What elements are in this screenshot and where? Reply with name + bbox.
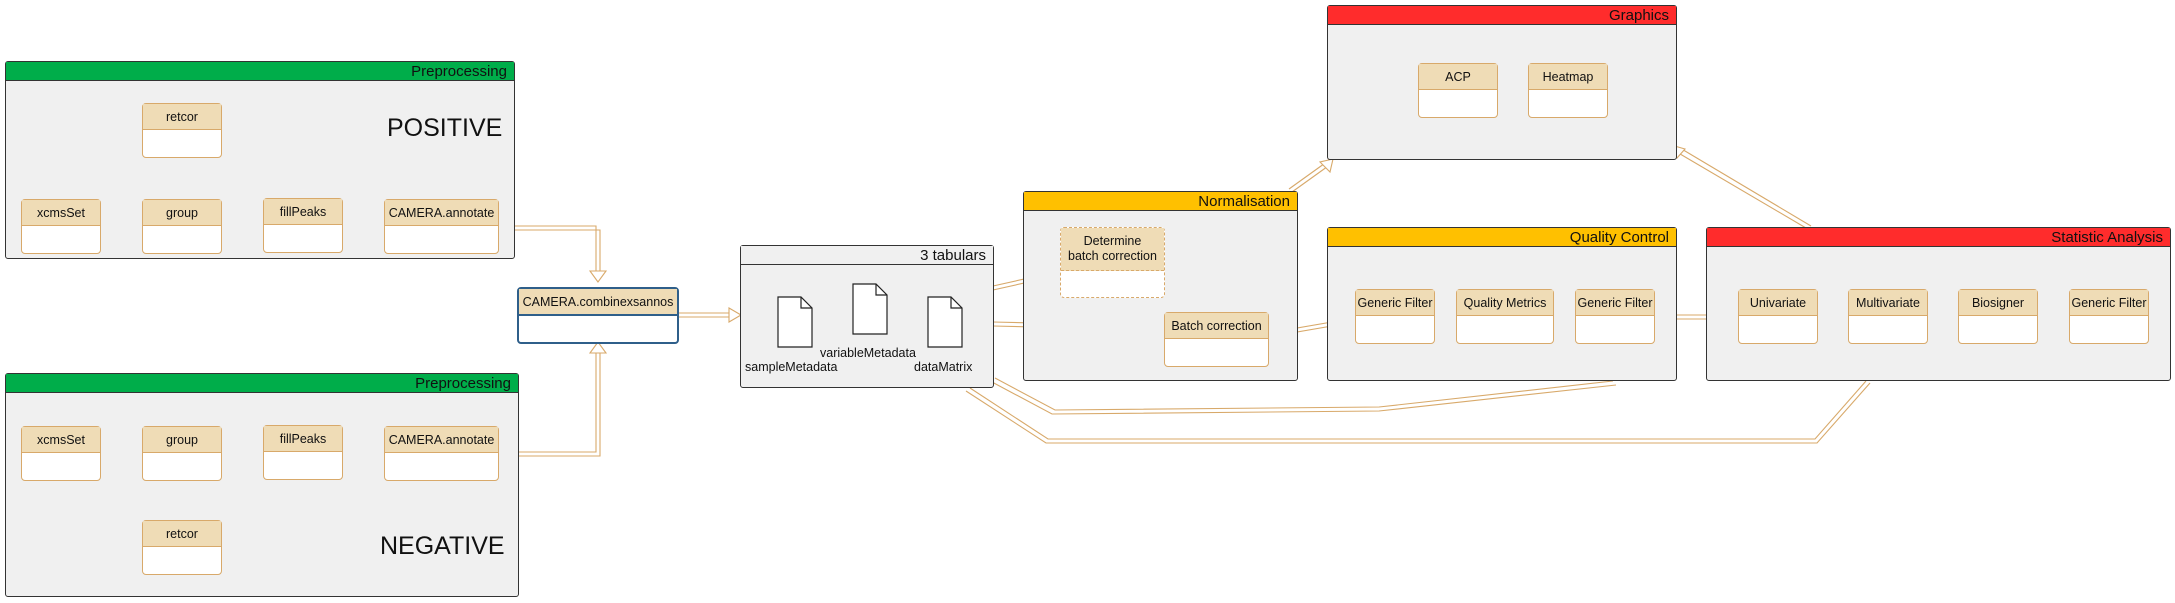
variable-metadata-label: variableMetadata (820, 346, 916, 360)
camera-combinexsannos-node[interactable]: CAMERA.combinexsannos (517, 287, 679, 344)
preprocessing-negative-group: Preprocessing (5, 373, 519, 597)
quality-control-header: Quality Control (1328, 228, 1676, 247)
stat-generic-filter-node[interactable]: Generic Filter (2069, 289, 2149, 344)
determine-batch-correction-node[interactable]: Determine batch correction (1060, 227, 1165, 298)
camera-annotate-node-positive[interactable]: CAMERA.annotate (384, 199, 499, 254)
univariate-node[interactable]: Univariate (1738, 289, 1818, 344)
statistic-analysis-header: Statistic Analysis (1707, 228, 2170, 247)
sample-metadata-label: sampleMetadata (745, 360, 838, 374)
link-tabulars-stat (969, 380, 1867, 440)
batch-correction-node[interactable]: Batch correction (1164, 312, 1269, 367)
qc-generic-filter-node-1[interactable]: Generic Filter (1355, 289, 1435, 344)
acp-node[interactable]: ACP (1418, 63, 1498, 118)
data-matrix-file-icon (927, 296, 963, 348)
tabulars-header: 3 tabulars (741, 246, 993, 265)
positive-label: POSITIVE (387, 114, 503, 142)
variable-metadata-file-icon (852, 283, 888, 335)
graphics-header: Graphics (1328, 6, 1676, 25)
preprocessing-negative-header: Preprocessing (6, 374, 518, 393)
determine-label-line2: batch correction (1068, 249, 1157, 263)
multivariate-node[interactable]: Multivariate (1848, 289, 1928, 344)
link-norm-graphics (1288, 160, 1329, 190)
normalisation-header: Normalisation (1024, 192, 1297, 211)
group-node-positive[interactable]: group (142, 199, 222, 254)
link-stat-graphics (1679, 147, 1812, 227)
qc-quality-metrics-node[interactable]: Quality Metrics (1456, 289, 1554, 344)
fillpeaks-node-negative[interactable]: fillPeaks (263, 425, 343, 480)
xcmsset-node-positive[interactable]: xcmsSet (21, 199, 101, 254)
data-matrix-label: dataMatrix (914, 360, 973, 374)
preprocessing-positive-header: Preprocessing (6, 62, 514, 81)
xcmsset-node-negative[interactable]: xcmsSet (21, 426, 101, 481)
fillpeaks-node-positive[interactable]: fillPeaks (263, 198, 343, 253)
camera-annotate-node-negative[interactable]: CAMERA.annotate (384, 426, 499, 481)
graphics-group: Graphics (1327, 5, 1677, 160)
qc-generic-filter-node-2[interactable]: Generic Filter (1575, 289, 1655, 344)
negative-label: NEGATIVE (380, 532, 505, 560)
link-pos-annotate-combine (498, 225, 597, 274)
retcor-node-positive[interactable]: retcor (142, 103, 222, 158)
link-neg-annotate-combine (498, 350, 597, 453)
link-tabulars-qc (994, 377, 1614, 411)
determine-label-line1: Determine (1083, 234, 1142, 248)
group-node-negative[interactable]: group (142, 426, 222, 481)
retcor-node-negative[interactable]: retcor (142, 520, 222, 575)
sample-metadata-file-icon (777, 296, 813, 348)
heatmap-node[interactable]: Heatmap (1528, 63, 1608, 118)
biosigner-node[interactable]: Biosigner (1958, 289, 2038, 344)
